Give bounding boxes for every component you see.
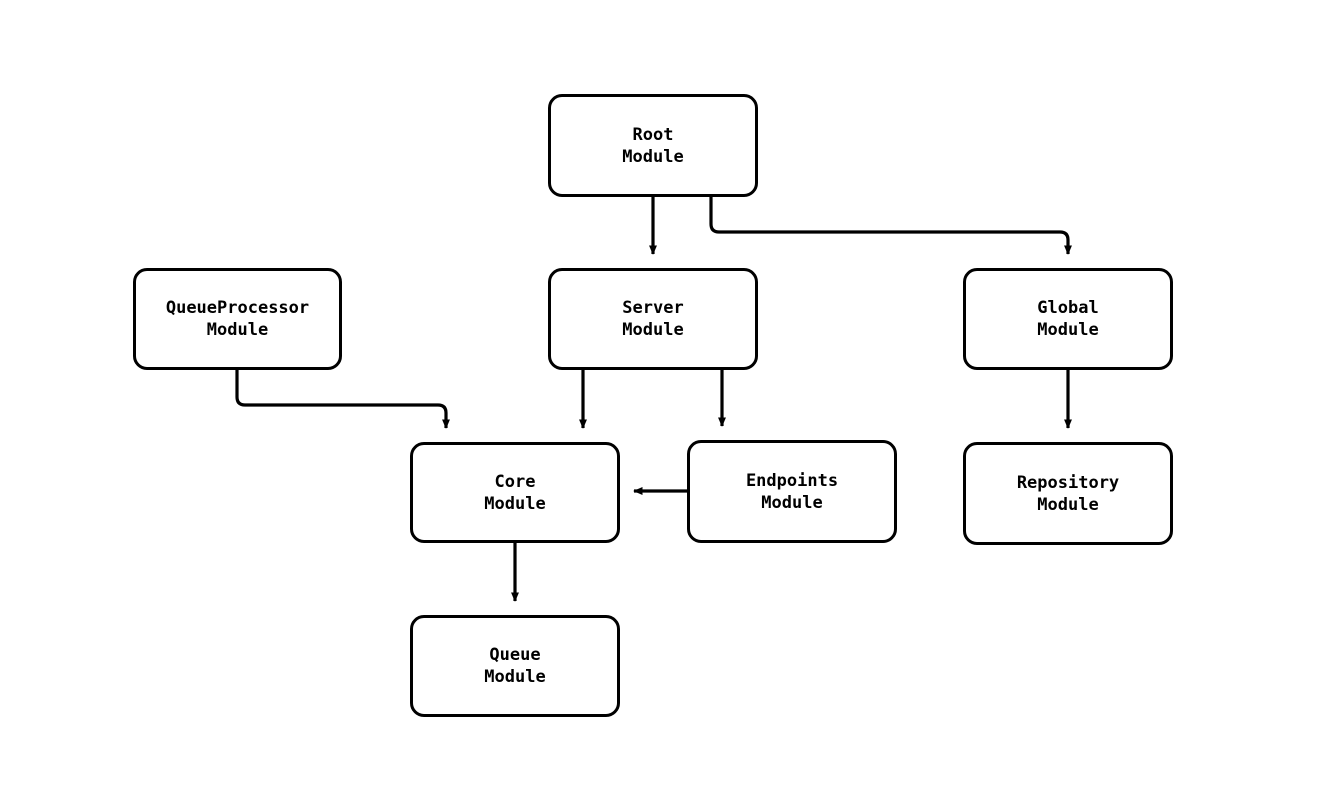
node-repository-label-line2: Module: [1037, 494, 1099, 515]
node-queueprocessor[interactable]: QueueProcessor Module: [133, 268, 342, 370]
node-core-label-line2: Module: [484, 493, 546, 514]
node-core[interactable]: Core Module: [410, 442, 620, 543]
node-endpoints-label-line1: Endpoints: [745, 470, 839, 491]
node-global-label-line2: Module: [1037, 320, 1099, 340]
edge-root-global: [709, 197, 1072, 255]
node-endpoints-label-line2: Module: [761, 492, 823, 513]
edge-queueprocessor-core: [235, 370, 450, 429]
node-root-label-line2: Module: [622, 146, 684, 167]
node-global-label-line1: Global: [1037, 298, 1099, 318]
node-queueprocessor-label-line1: QueueProcessor: [165, 298, 310, 318]
node-server-label-line2: Module: [622, 320, 684, 340]
node-queue-label-line2: Module: [484, 667, 546, 687]
node-queue-label-line1: Queue: [489, 645, 541, 665]
node-repository-label-line1: Repository: [1016, 472, 1120, 493]
node-queue[interactable]: Queue Module: [410, 615, 620, 717]
node-root[interactable]: Root Module: [548, 94, 758, 197]
node-repository[interactable]: Repository Module: [963, 442, 1173, 545]
node-server[interactable]: Server Module: [548, 268, 758, 370]
node-root-label-line1: Root: [632, 124, 674, 145]
node-core-label-line1: Core: [494, 471, 536, 492]
node-queueprocessor-label-line2: Module: [206, 320, 269, 340]
node-endpoints[interactable]: Endpoints Module: [687, 440, 897, 543]
node-server-label-line1: Server: [622, 298, 684, 318]
node-global[interactable]: Global Module: [963, 268, 1173, 370]
